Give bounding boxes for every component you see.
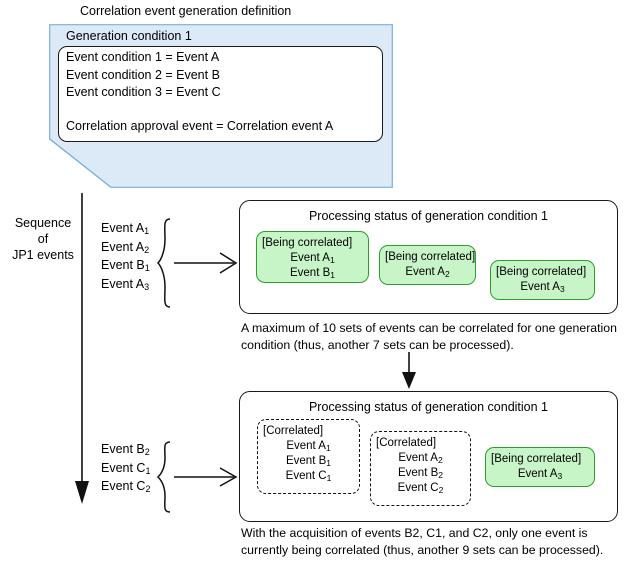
sequence-down-arrow-icon <box>68 193 96 505</box>
card-event: Event B1 <box>289 267 335 280</box>
event-item: Event A1 <box>101 221 150 236</box>
card-status-label: [Correlated] <box>376 437 437 449</box>
sequence-label-line2: JP1 events <box>12 248 74 262</box>
card-event: Event C2 <box>397 482 444 495</box>
card-event: Event A3 <box>520 281 565 294</box>
event-group-1: Event A1 Event A2 Event B1 Event A3 <box>101 220 150 294</box>
page-title: Correlation event generation definition <box>80 4 292 18</box>
panel-title: Processing status of generation conditio… <box>308 400 549 414</box>
event-set-card: [Being correlated] Event A3 <box>485 447 595 487</box>
event-set-card: [Correlated] Event A2 Event B2 Event C2 <box>370 431 471 506</box>
card-event: Event C1 <box>285 470 332 483</box>
correlation-approval-event: Correlation approval event = Correlation… <box>66 119 334 133</box>
processing-status-panel-2: Processing status of generation conditio… <box>239 391 618 522</box>
sequence-label: Sequence of JP1 events <box>8 215 78 263</box>
card-event: Event A1 <box>286 440 331 453</box>
event-item: Event A2 <box>101 239 150 255</box>
card-event: Event A3 <box>517 468 563 481</box>
card-event: Event B1 <box>285 455 331 468</box>
sequence-label-line1: Sequence of <box>14 216 72 246</box>
event-item: Event C1 <box>101 460 151 476</box>
event-item: Event B1 <box>101 258 150 273</box>
event-condition-list: Event condition 1 = Event A Event condit… <box>66 49 221 102</box>
event-set-card: [Being correlated] Event A1 Event B1 <box>256 231 369 283</box>
event-item: Event B2 <box>101 442 150 457</box>
card-event: Event A2 <box>405 266 450 279</box>
event-group-2: Event B2 Event C1 Event C2 <box>101 441 150 497</box>
brace-arrow-icon <box>156 440 240 514</box>
event-condition-item: Event condition 2 = Event B <box>66 67 220 82</box>
event-set-card: [Correlated] Event A1 Event B1 Event C1 <box>257 419 360 494</box>
panel-title: Processing status of generation conditio… <box>308 209 549 223</box>
card-status-label: [Being correlated] <box>385 251 476 263</box>
panel-2-caption: With the acquisition of events B2, C1, a… <box>241 526 604 557</box>
generation-condition-header: Generation condition 1 <box>66 29 192 43</box>
event-condition-box <box>58 46 383 142</box>
event-set-card: [Being correlated] Event A2 <box>379 245 476 285</box>
event-item: Event A3 <box>101 276 150 292</box>
card-event: Event A1 <box>290 252 335 265</box>
event-item: Event C2 <box>101 479 151 494</box>
card-status-label: [Being correlated] <box>496 266 587 278</box>
brace-arrow-icon <box>156 217 240 309</box>
processing-status-panel-1: Processing status of generation conditio… <box>239 200 618 314</box>
card-event: Event A2 <box>398 452 443 465</box>
card-event: Event B2 <box>397 467 443 480</box>
transition-down-arrow-icon <box>400 352 418 390</box>
card-status-label: [Being correlated] <box>491 453 582 465</box>
card-status-label: [Correlated] <box>263 425 324 437</box>
event-set-card: [Being correlated] Event A3 <box>490 260 595 300</box>
panel-1-caption: A maximum of 10 sets of events can be co… <box>241 321 617 352</box>
event-condition-item: Event condition 3 = Event C <box>66 85 221 99</box>
event-condition-item: Event condition 1 = Event A <box>66 50 220 64</box>
card-status-label: [Being correlated] <box>262 237 353 249</box>
